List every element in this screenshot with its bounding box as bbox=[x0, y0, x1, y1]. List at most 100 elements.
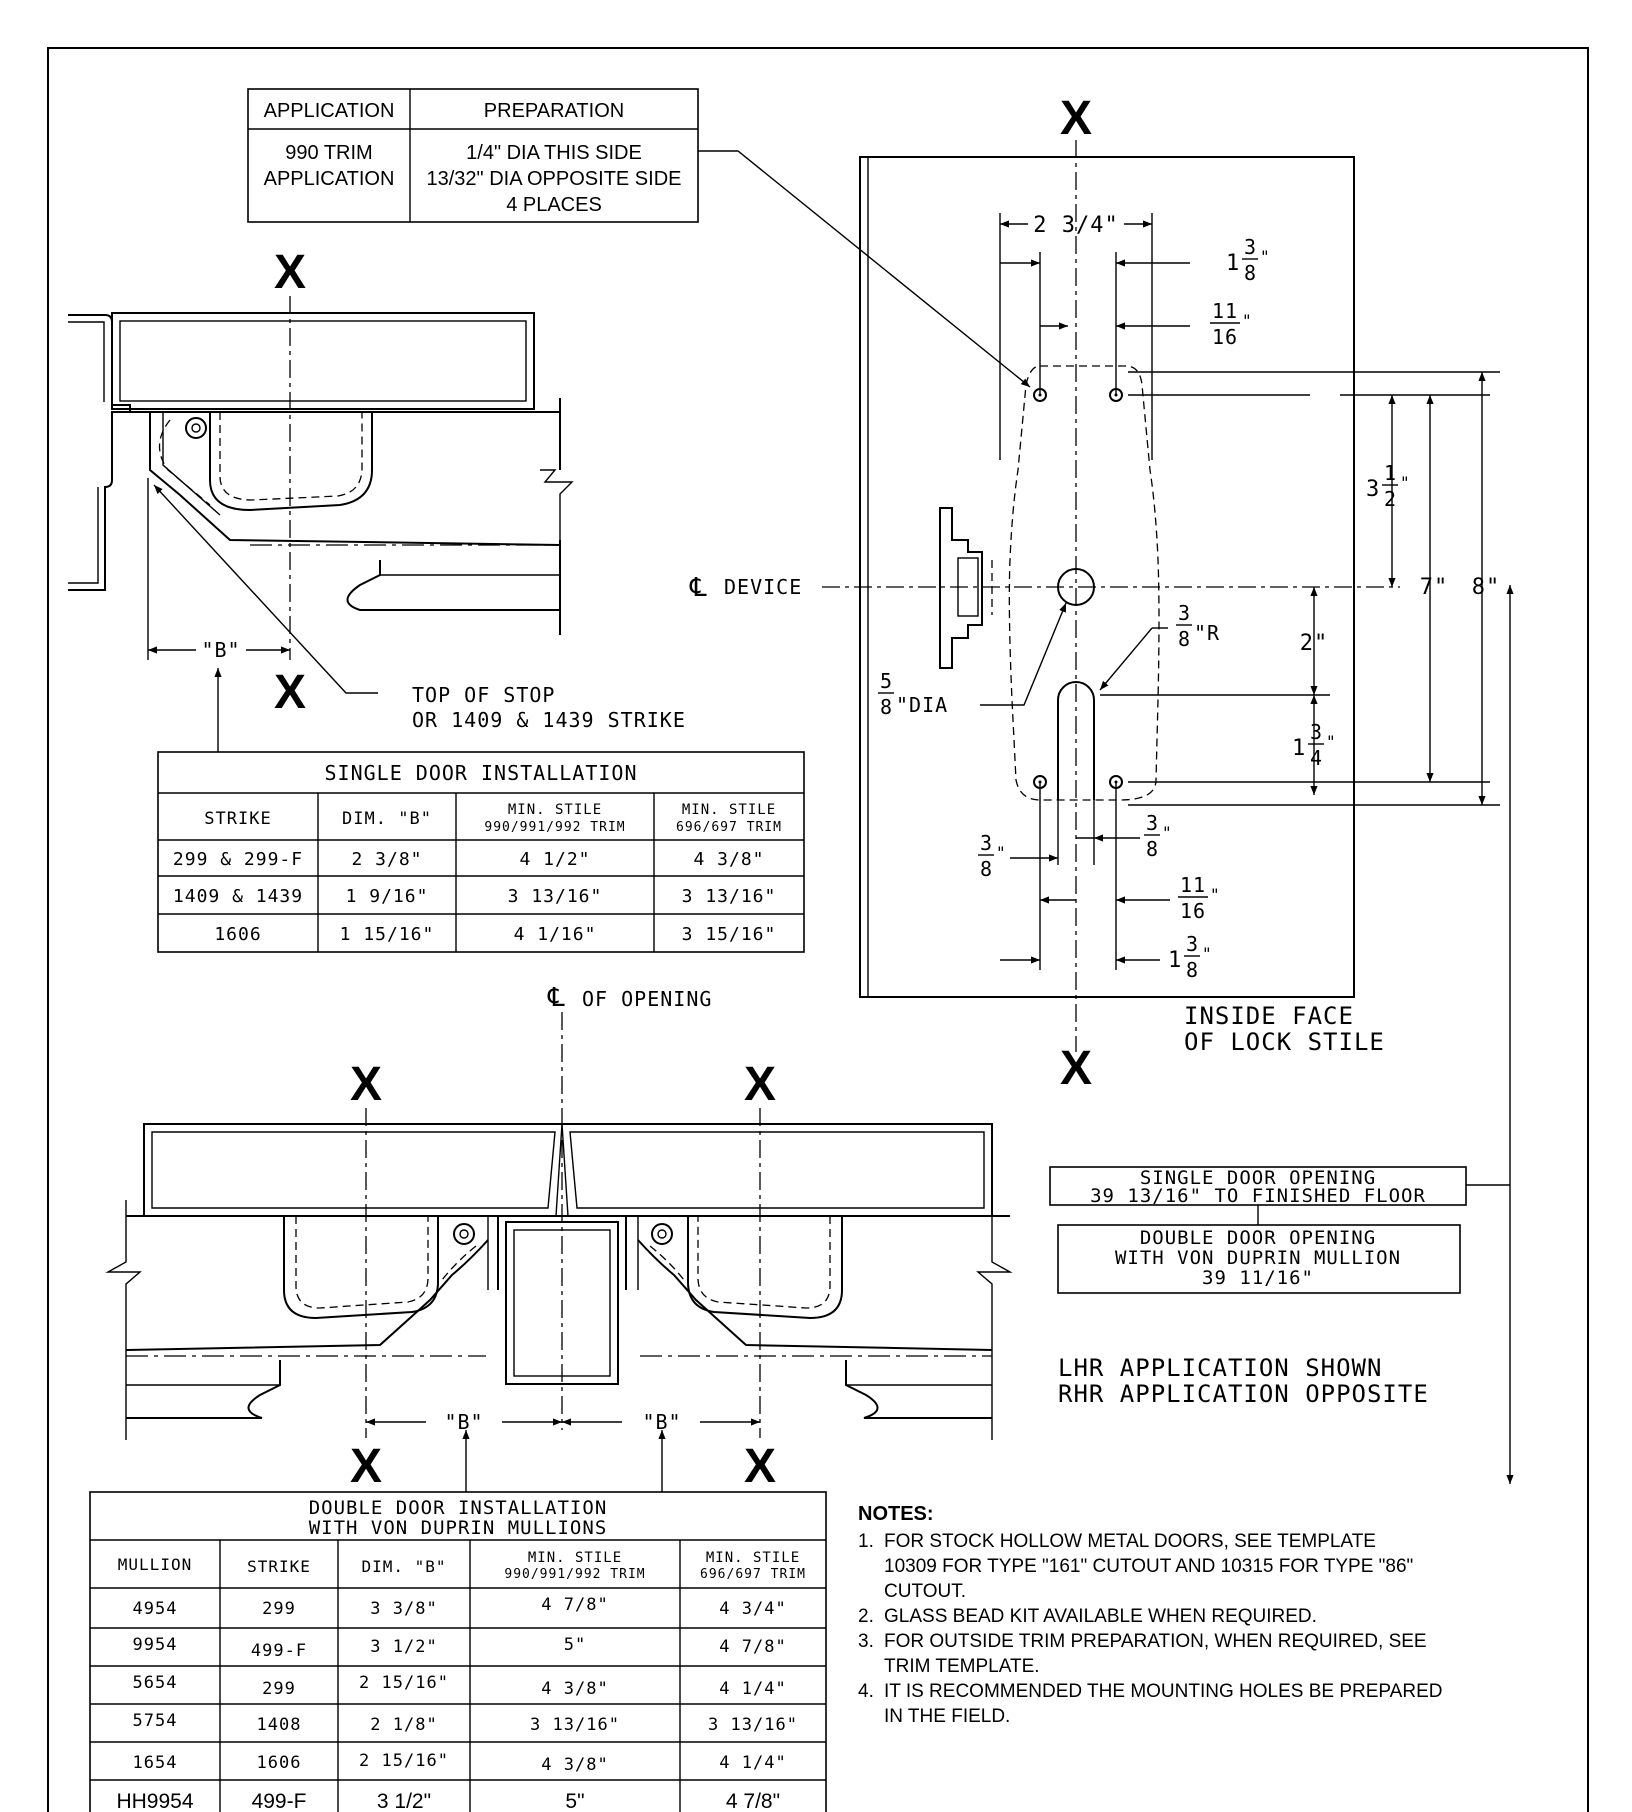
single-header-stile-990-b: 990/991/992 TRIM bbox=[484, 820, 625, 835]
double-cell: 5754 bbox=[133, 1711, 178, 1731]
single-cell: 2 3/8" bbox=[351, 849, 422, 870]
frac-3-1-2-den: 2 bbox=[1384, 487, 1397, 511]
double-cell: 3 1/2" bbox=[370, 1637, 437, 1657]
double-header-stile-990-b: 990/991/992 TRIM bbox=[504, 1567, 645, 1582]
x-marker-single-bottom: X bbox=[274, 666, 306, 719]
single-cell: 1409 & 1439 bbox=[173, 886, 303, 907]
sheet-border bbox=[47, 47, 1589, 1812]
preparation-table: APPLICATION PREPARATION 990 TRIM APPLICA… bbox=[247, 88, 699, 223]
single-table-title: SINGLE DOOR INSTALLATION bbox=[325, 761, 638, 785]
x-marker-double-left-top: X bbox=[350, 1058, 382, 1111]
frac-11-16-top-num: 11 bbox=[1212, 299, 1238, 323]
frac-3-8-left-unit: " bbox=[996, 843, 1007, 862]
double-cell: 3 13/16" bbox=[708, 1715, 798, 1735]
prep-preparation-line-2: 13/32" DIA OPPOSITE SIDE bbox=[427, 168, 682, 190]
cl-opening-label: OF OPENING bbox=[582, 987, 712, 1011]
frac-11-16-bottom-num: 11 bbox=[1180, 873, 1206, 897]
double-cell: 4 1/4" bbox=[719, 1679, 786, 1699]
note-3-number: 3. bbox=[858, 1631, 874, 1652]
single-cell: 1 9/16" bbox=[346, 886, 429, 907]
inside-face-line-2: OF LOCK STILE bbox=[1184, 1028, 1385, 1056]
frac-11-16-bottom-unit: " bbox=[1210, 885, 1221, 904]
double-cell: 5654 bbox=[133, 1673, 178, 1693]
frac-3-1-2-whole: 3 bbox=[1366, 477, 1380, 502]
single-header-stile-990-a: MIN. STILE bbox=[508, 802, 602, 818]
double-door-table: DOUBLE DOOR INSTALLATION WITH VON DUPRIN… bbox=[89, 1491, 827, 1812]
double-header-dim-b: DIM. "B" bbox=[361, 1557, 446, 1576]
note-3-line-2: TRIM TEMPLATE. bbox=[884, 1656, 1040, 1677]
double-header-stile-696-a: MIN. STILE bbox=[706, 1550, 800, 1566]
dim-b-single: "B" bbox=[201, 638, 240, 662]
prep-leader bbox=[698, 150, 1031, 388]
note-4-line-2: IN THE FIELD. bbox=[884, 1706, 1010, 1727]
x-marker-single-top: X bbox=[274, 246, 306, 299]
frac-5-8-dia-num: 5 bbox=[880, 669, 893, 693]
prep-header-preparation: PREPARATION bbox=[484, 100, 624, 122]
note-1-line-2: 10309 FOR TYPE "161" CUTOUT AND 10315 FO… bbox=[884, 1556, 1413, 1577]
double-door-section: ℄ OF OPENING X X X X bbox=[105, 983, 1013, 1493]
double-cell: 4 1/4" bbox=[719, 1753, 786, 1773]
frac-1-3-8-top-unit: " bbox=[1260, 247, 1271, 266]
single-door-table: SINGLE DOOR INSTALLATION STRIKE DIM. "B"… bbox=[157, 751, 805, 953]
double-cell: 3 3/8" bbox=[370, 1599, 437, 1619]
top-of-stop-line-2: OR 1409 & 1439 STRIKE bbox=[412, 708, 686, 732]
double-header-mullion: MULLION bbox=[118, 1555, 192, 1574]
double-cell: 5" bbox=[565, 1790, 584, 1812]
double-cell: 499-F bbox=[252, 1790, 307, 1812]
opening-heights: SINGLE DOOR OPENING 39 13/16" TO FINISHE… bbox=[1049, 1166, 1467, 1294]
dim-7: 7" bbox=[1420, 575, 1449, 600]
frac-1-3-8-top-num: 3 bbox=[1244, 235, 1257, 259]
single-cell: 4 3/8" bbox=[693, 849, 764, 870]
double-cell: 3 1/2" bbox=[377, 1790, 431, 1812]
frac-5-8-dia-den: 8 bbox=[880, 695, 893, 719]
single-cell: 299 & 299-F bbox=[173, 849, 303, 870]
notes: NOTES: 1. FOR STOCK HOLLOW METAL DOORS, … bbox=[858, 1503, 1442, 1727]
double-opening-line-2: WITH VON DUPRIN MULLION bbox=[1115, 1247, 1401, 1269]
double-cell: 4 3/8" bbox=[541, 1755, 608, 1775]
double-cell: 2 1/8" bbox=[370, 1715, 437, 1735]
x-marker-double-left-bottom: X bbox=[350, 1440, 382, 1493]
frac-11-16-bottom-den: 16 bbox=[1180, 899, 1206, 923]
double-cell: 4 7/8" bbox=[719, 1637, 786, 1657]
note-3-line-1: FOR OUTSIDE TRIM PREPARATION, WHEN REQUI… bbox=[884, 1631, 1427, 1652]
double-cell: 5" bbox=[564, 1635, 586, 1655]
double-header-stile-990-a: MIN. STILE bbox=[528, 1550, 622, 1566]
double-cell: 4 7/8" bbox=[541, 1595, 608, 1615]
single-cell: 4 1/16" bbox=[514, 924, 597, 945]
double-opening-line-1: DOUBLE DOOR OPENING bbox=[1140, 1227, 1376, 1249]
dim-8: 8" bbox=[1472, 575, 1501, 600]
double-cell: 1654 bbox=[133, 1753, 178, 1773]
frac-3-8-left-den: 8 bbox=[980, 857, 993, 881]
frac-3-8-r-den: 8 bbox=[1178, 627, 1191, 651]
single-cell: 1 15/16" bbox=[340, 924, 435, 945]
lhr-line-2: RHR APPLICATION OPPOSITE bbox=[1058, 1380, 1429, 1408]
inside-face-line-1: INSIDE FACE bbox=[1184, 1002, 1354, 1030]
double-cell: 3 13/16" bbox=[530, 1715, 620, 1735]
single-cell: 4 1/2" bbox=[519, 849, 590, 870]
single-header-dim-b: DIM. "B" bbox=[342, 809, 432, 829]
single-header-strike: STRIKE bbox=[204, 809, 271, 829]
double-cell: 1408 bbox=[257, 1715, 302, 1735]
dim-2-3-4: 2 3/4" bbox=[1033, 213, 1118, 238]
cl-device-symbol: ℄ bbox=[689, 573, 708, 603]
frac-5-8-dia-unit: "DIA bbox=[896, 693, 948, 717]
single-door-section: X X "B" TOP OF STO bbox=[68, 246, 686, 752]
note-1-number: 1. bbox=[858, 1531, 874, 1552]
cl-opening-symbol: ℄ bbox=[547, 983, 566, 1013]
stile-elevation: X X ℄ DEVICE 2 bbox=[689, 92, 1500, 1095]
frac-3-1-2-num: 1 bbox=[1384, 461, 1397, 485]
prep-application-line-1: 990 TRIM bbox=[285, 142, 372, 164]
single-cell: 3 13/16" bbox=[682, 886, 777, 907]
note-4-line-1: IT IS RECOMMENDED THE MOUNTING HOLES BE … bbox=[884, 1681, 1442, 1702]
cl-device-label: DEVICE bbox=[724, 575, 802, 599]
double-cell: HH9954 bbox=[116, 1790, 193, 1812]
frac-1-3-8-bottom-num: 3 bbox=[1186, 932, 1199, 956]
x-marker-double-right-bottom: X bbox=[744, 1440, 776, 1493]
note-4-number: 4. bbox=[858, 1681, 874, 1702]
frac-1-3-8-bottom-unit: " bbox=[1202, 944, 1213, 963]
double-cell: 299 bbox=[262, 1599, 296, 1619]
double-cell: 299 bbox=[262, 1679, 296, 1699]
double-cell: 2 15/16" bbox=[359, 1751, 449, 1771]
frac-11-16-top-unit: " bbox=[1242, 311, 1253, 330]
frac-1-3-4-num: 3 bbox=[1310, 720, 1323, 744]
